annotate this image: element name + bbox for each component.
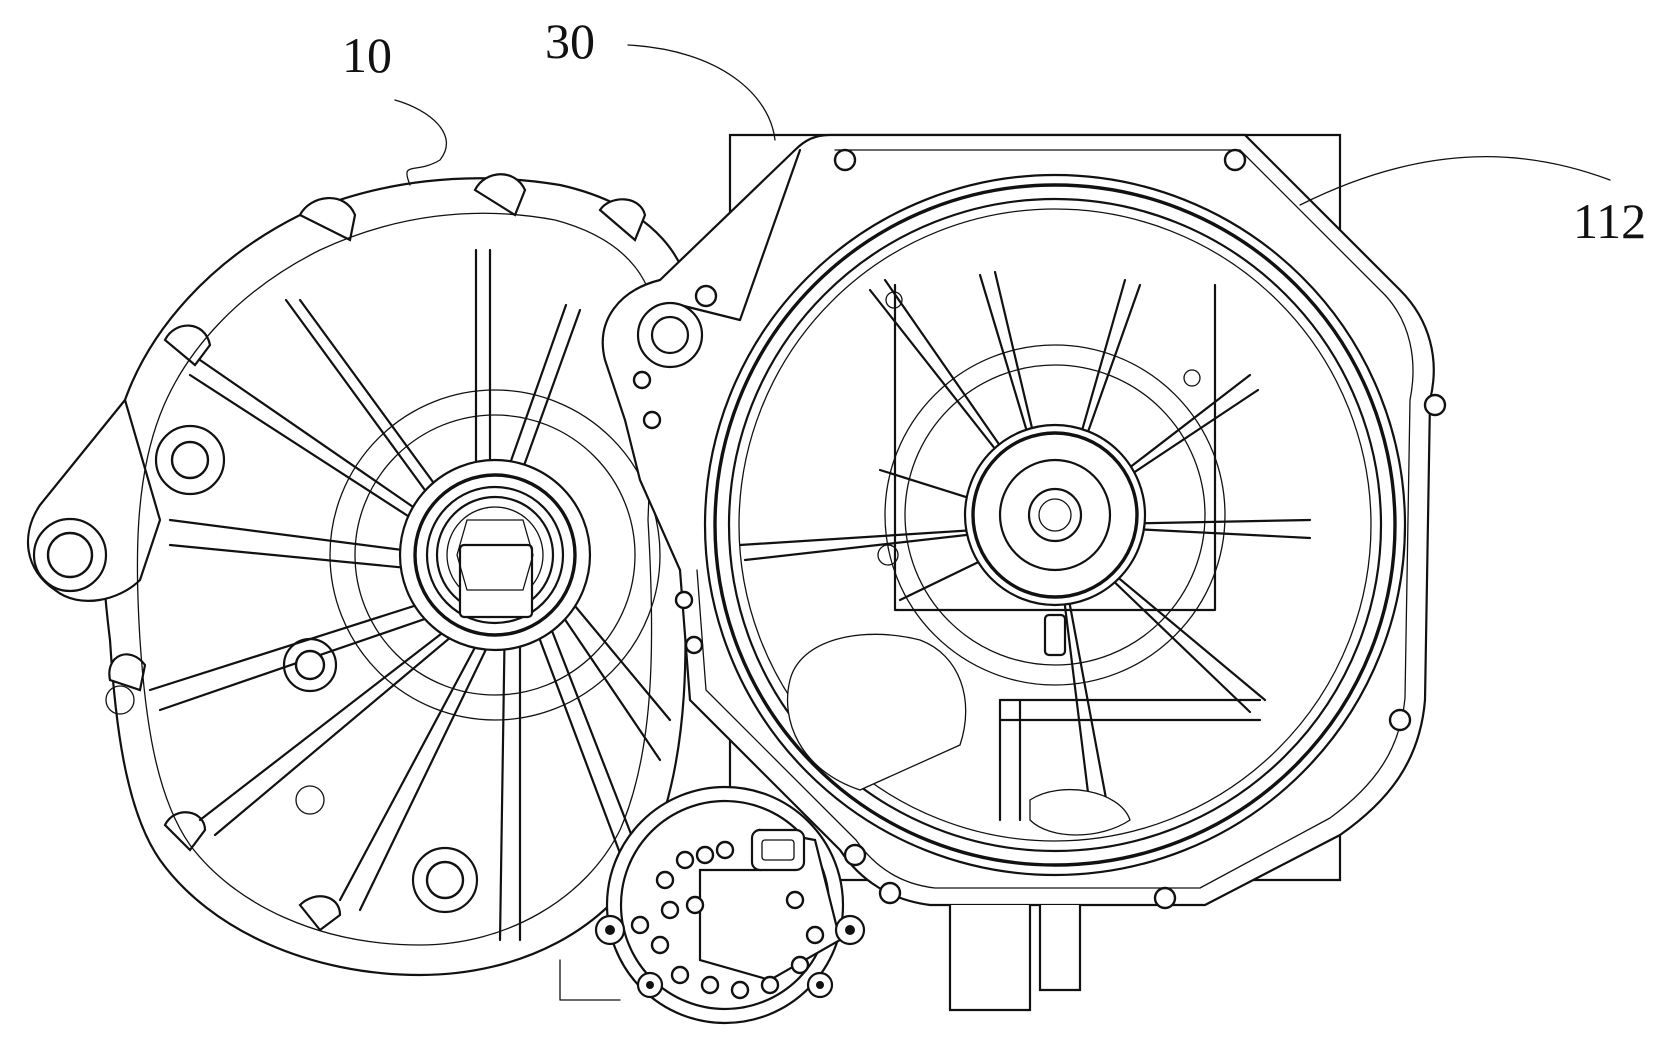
housing-left xyxy=(28,174,691,975)
leader-line-112 xyxy=(1300,157,1610,205)
label-30: 30 xyxy=(545,13,595,69)
motor-ring xyxy=(705,175,1405,875)
label-10: 10 xyxy=(342,27,392,83)
leader-line-30 xyxy=(628,45,775,140)
leader-line-10 xyxy=(395,100,446,185)
label-112: 112 xyxy=(1573,193,1646,249)
